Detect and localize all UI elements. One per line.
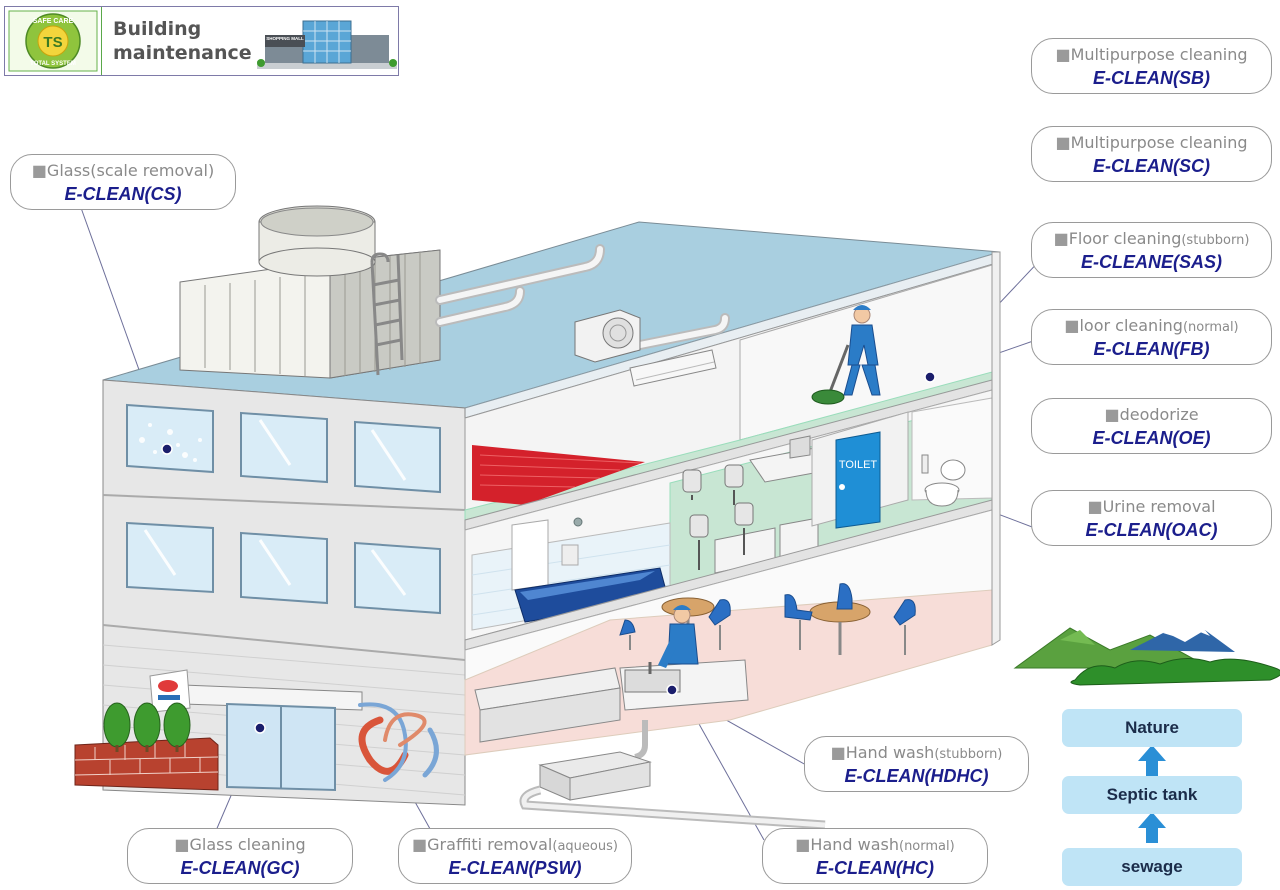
callout-product: E-CLEAN(PSW) <box>448 858 582 878</box>
callout-hand-wash-normal: ■Hand wash(normal) E-CLEAN(HC) <box>762 828 988 884</box>
grease-trap <box>519 720 826 830</box>
callout-category: Graffiti removal <box>427 835 553 854</box>
callout-note: (normal) <box>1182 320 1239 335</box>
callout-glass-scale-removal: ■Glass(scale removal) E-CLEAN(CS) <box>10 154 236 210</box>
callout-multipurpose-sb: ■Multipurpose cleaning E-CLEAN(SB) <box>1031 38 1272 94</box>
flow-step-sewage: sewage <box>1062 848 1242 886</box>
mall-sign: SHOPPING MALL <box>266 36 304 41</box>
callout-floor-normal: ■loor cleaning(normal) E-CLEAN(FB) <box>1031 309 1272 365</box>
callout-category: loor cleaning <box>1079 316 1183 335</box>
callout-product: E-CLEAN(GC) <box>180 858 300 878</box>
scale-spots <box>139 423 202 462</box>
office-furniture <box>682 435 831 574</box>
entrance-door <box>226 702 336 792</box>
graffiti <box>358 702 439 782</box>
callout-product: E-CLEAN(OAC) <box>1085 520 1218 540</box>
planter <box>74 702 219 791</box>
header-title: Building maintenance <box>113 18 252 64</box>
callout-product: E-CLEAN(HDHC) <box>844 766 989 786</box>
flow-arrows <box>1138 745 1166 843</box>
callout-product: E-CLEAN(CS) <box>64 184 182 204</box>
flow-step-nature: Nature <box>1062 709 1242 747</box>
callout-note: (stubborn) <box>934 747 1003 762</box>
logo-initials: TS <box>43 34 62 51</box>
callout-note: (normal) <box>899 839 955 854</box>
callout-glass-cleaning: ■Glass cleaning E-CLEAN(GC) <box>127 828 353 884</box>
callout-product: E-CLEAN(HC) <box>816 858 934 878</box>
company-logo: TS SAFE CARE TOTAL SYSTEM <box>5 7 102 75</box>
mountain-landscape <box>1013 627 1280 686</box>
toilet-sign: TOILET <box>839 459 878 471</box>
callout-category: Multipurpose cleaning <box>1070 133 1248 152</box>
sink <box>624 669 681 693</box>
callout-category: Floor cleaning <box>1068 229 1182 248</box>
callout-product: E-CLEAN(SC) <box>1093 156 1210 176</box>
logo-text-top: SAFE CARE <box>33 18 74 25</box>
callout-hand-wash-stubborn: ■Hand wash(stubborn) E-CLEAN(HDHC) <box>804 736 1029 792</box>
callout-category: deodorize <box>1119 405 1199 424</box>
callout-product: E-CLEAN(SB) <box>1093 68 1210 88</box>
ac-outdoor-unit <box>574 309 641 363</box>
callout-urine-removal: ■Urine removal E-CLEAN(OAC) <box>1031 490 1272 546</box>
callout-product: E-CLEAN(OE) <box>1092 428 1211 448</box>
worker-hand-washer <box>658 605 699 668</box>
poster <box>149 669 191 713</box>
callout-category: Glass(scale removal) <box>46 161 215 180</box>
worker-floor-cleaner <box>811 305 881 405</box>
callout-note: (aqueous) <box>552 839 618 854</box>
right-wall-edge <box>991 251 1001 646</box>
callout-note: (stubborn) <box>1181 233 1250 248</box>
callout-graffiti-removal: ■Graffiti removal(aqueous) E-CLEAN(PSW) <box>398 828 632 884</box>
cooling-tower <box>179 205 441 379</box>
callout-category: Hand wash <box>845 743 935 762</box>
marker-dots <box>161 371 936 734</box>
callout-product: E-CLEANE(SAS) <box>1080 252 1222 272</box>
header-panel: TS SAFE CARE TOTAL SYSTEM Building maint… <box>4 6 399 76</box>
callout-deodorize: ■deodorize E-CLEAN(OE) <box>1031 398 1272 454</box>
toilet-door <box>835 431 881 529</box>
kitchen-counter <box>474 659 749 743</box>
red-carpet <box>472 445 645 505</box>
logo-text-bottom: TOTAL SYSTEM <box>30 61 76 67</box>
shopping-mall-icon: SHOPPING MALL <box>257 20 397 69</box>
callout-product: E-CLEAN(FB) <box>1093 339 1210 359</box>
flow-step-septic-tank: Septic tank <box>1062 776 1242 814</box>
facade-windows <box>126 403 441 615</box>
callout-category: Multipurpose cleaning <box>1070 45 1248 64</box>
logo-icon: TS SAFE CARE TOTAL SYSTEM <box>8 10 98 72</box>
callout-floor-stubborn: ■Floor cleaning(stubborn) E-CLEANE(SAS) <box>1031 222 1272 278</box>
callout-multipurpose-sc: ■Multipurpose cleaning E-CLEAN(SC) <box>1031 126 1272 182</box>
callout-category: Hand wash <box>810 835 899 854</box>
callout-category: Urine removal <box>1102 497 1216 516</box>
callout-category: Glass cleaning <box>189 835 306 854</box>
ac-indoor-unit <box>629 349 717 387</box>
